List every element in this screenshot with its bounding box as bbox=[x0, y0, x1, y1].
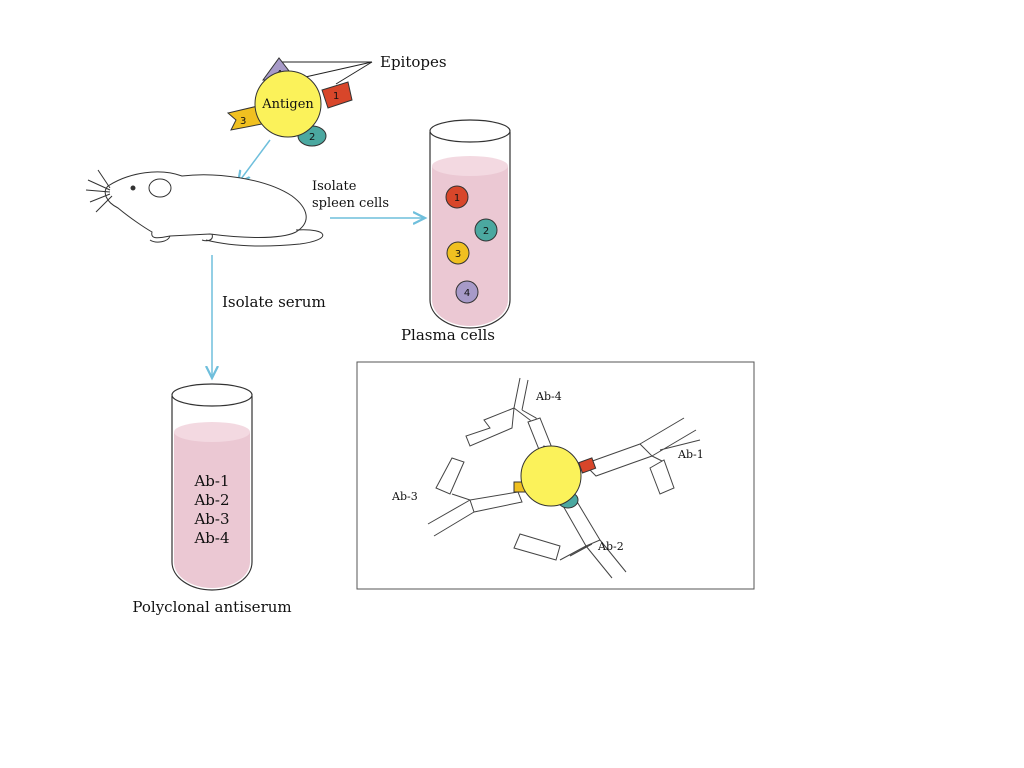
isolate-serum-label: Isolate serum bbox=[222, 293, 326, 311]
antigen-group: 4 1 3 2 Antigen bbox=[226, 57, 373, 147]
antiserum-tube bbox=[171, 383, 253, 591]
epitopes-leader-line bbox=[335, 61, 373, 85]
plasma-cell-4: 4 bbox=[455, 280, 479, 304]
isolate-spleen-label-1: Isolate bbox=[312, 179, 357, 194]
binding-ab-2-label: Ab-2 bbox=[597, 540, 624, 553]
plasma-cells-label: Plasma cells bbox=[401, 326, 495, 344]
antiserum-ab-2: Ab-2 bbox=[193, 491, 229, 509]
epitope-3-number: 3 bbox=[240, 116, 246, 127]
antiserum-ab-3: Ab-3 bbox=[193, 510, 229, 528]
antiserum-ab-1: Ab-1 bbox=[193, 472, 229, 490]
plasma-cell-2-number: 2 bbox=[483, 226, 489, 237]
binding-ab-1-label: Ab-1 bbox=[677, 448, 704, 461]
antibody-structures bbox=[427, 377, 701, 579]
binding-ab-4-label: Ab-4 bbox=[535, 390, 562, 403]
bound-antigen bbox=[513, 445, 597, 509]
mouse-illustration bbox=[85, 169, 324, 247]
binding-ab-3-label: Ab-3 bbox=[391, 490, 418, 503]
epitope-2-number: 2 bbox=[309, 132, 315, 143]
plasma-cell-3-number: 3 bbox=[455, 249, 461, 260]
antigen-circle bbox=[254, 70, 322, 138]
plasma-cell-1-number: 1 bbox=[454, 193, 460, 204]
plasma-cell-1: 1 bbox=[445, 185, 469, 209]
injection-arrow bbox=[238, 139, 271, 183]
antiserum-ab-4: Ab-4 bbox=[193, 529, 229, 547]
isolate-spleen-label-2: spleen cells bbox=[312, 196, 389, 211]
epitope-1 bbox=[321, 81, 353, 109]
plasma-cell-2: 2 bbox=[474, 218, 498, 242]
epitopes-label: Epitopes bbox=[380, 53, 447, 71]
epitope-1-number: 1 bbox=[333, 91, 339, 102]
plasma-cell-4-number: 4 bbox=[464, 288, 470, 299]
antigen-label: Antigen bbox=[261, 97, 314, 112]
polyclonal-antiserum-label: Polyclonal antiserum bbox=[132, 598, 291, 616]
plasma-cell-3: 3 bbox=[446, 241, 470, 265]
